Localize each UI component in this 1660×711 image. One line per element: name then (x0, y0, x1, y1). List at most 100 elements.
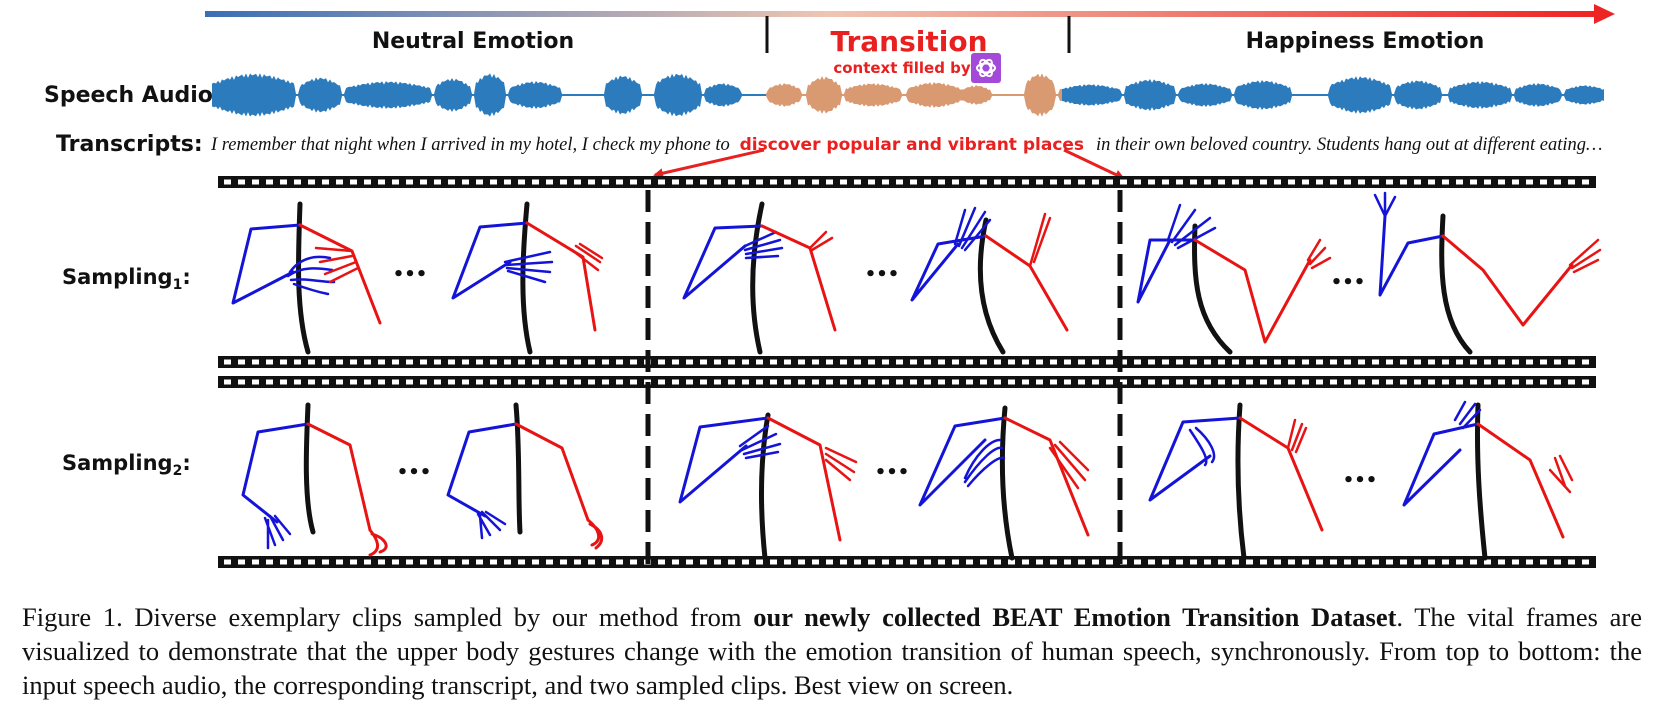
film-sprocket-hole (1008, 359, 1015, 365)
film-sprocket-hole (560, 379, 567, 385)
film-sprocket-hole (280, 359, 287, 365)
neutral-emotion-label: Neutral Emotion (372, 29, 574, 54)
gesture-frame-s1-3 (682, 201, 837, 355)
film-sprocket-hole (308, 359, 315, 365)
ellipsis-s1-transition: ••• (865, 264, 900, 285)
film-sprocket-hole (770, 559, 777, 565)
transition-label: Transition (830, 25, 987, 58)
film-sprocket-hole (588, 359, 595, 365)
film-sprocket-hole (1372, 179, 1379, 185)
film-sprocket-hole (560, 359, 567, 365)
film-sprocket-hole (1358, 179, 1365, 185)
film-sprocket-hole (924, 559, 931, 565)
film-sprocket-hole (1568, 379, 1575, 385)
film-sprocket-hole (1260, 379, 1267, 385)
film-sprocket-hole (798, 379, 805, 385)
gesture-frame-s2-6 (1402, 400, 1574, 561)
film-sprocket-hole (1470, 359, 1477, 365)
film-sprocket-hole (770, 359, 777, 365)
film-sprocket-hole (672, 559, 679, 565)
film-sprocket-hole (756, 179, 763, 185)
film-sprocket-hole (1386, 559, 1393, 565)
film-sprocket-hole (1274, 359, 1281, 365)
film-sprocket-hole (742, 559, 749, 565)
film-sprocket-hole (1288, 359, 1295, 365)
film-sprocket-hole (630, 379, 637, 385)
film-sprocket-hole (1246, 179, 1253, 185)
film-sprocket-hole (350, 179, 357, 185)
film-sprocket-hole (490, 359, 497, 365)
figure: Neutral Emotion Transition context fille… (44, 4, 1615, 568)
film-sprocket-hole (1260, 359, 1267, 365)
film-sprocket-hole (756, 559, 763, 565)
film-sprocket-hole (1288, 379, 1295, 385)
film-sprocket-hole (966, 559, 973, 565)
film-sprocket-hole (574, 359, 581, 365)
film-sprocket-hole (966, 359, 973, 365)
film-sprocket-hole (728, 559, 735, 565)
context-filled-label: context filled by (833, 59, 971, 77)
film-sprocket-hole (840, 179, 847, 185)
film-sprocket-hole (854, 379, 861, 385)
film-sprocket-hole (336, 179, 343, 185)
film-sprocket-hole (308, 379, 315, 385)
film-sprocket-hole (1190, 559, 1197, 565)
figure-caption: Figure 1. Diverse exemplary clips sample… (22, 600, 1642, 702)
film-sprocket-hole (364, 379, 371, 385)
film-sprocket-hole (644, 179, 651, 185)
film-strip-band (218, 356, 1596, 368)
film-sprocket-hole (1428, 359, 1435, 365)
film-sprocket-hole (238, 179, 245, 185)
film-sprocket-hole (672, 179, 679, 185)
film-sprocket-hole (1162, 379, 1169, 385)
film-sprocket-hole (826, 359, 833, 365)
film-sprocket-hole (1134, 379, 1141, 385)
film-sprocket-hole (658, 359, 665, 365)
film-sprocket-hole (490, 559, 497, 565)
film-sprocket-hole (1050, 379, 1057, 385)
film-sprocket-hole (1386, 179, 1393, 185)
film-sprocket-hole (1372, 559, 1379, 565)
film-sprocket-hole (1134, 359, 1141, 365)
film-sprocket-hole (840, 379, 847, 385)
film-sprocket-hole (826, 559, 833, 565)
film-sprocket-hole (448, 559, 455, 565)
film-sprocket-hole (462, 379, 469, 385)
caption-prefix: Figure 1. Diverse exemplary clips sample… (22, 602, 754, 632)
film-sprocket-hole (686, 179, 693, 185)
film-sprocket-hole (728, 379, 735, 385)
speech-waveform (212, 73, 1604, 117)
film-sprocket-hole (1232, 179, 1239, 185)
film-sprocket-hole (532, 179, 539, 185)
film-sprocket-hole (266, 379, 273, 385)
film-sprocket-hole (1106, 379, 1113, 385)
gesture-frame-s2-2 (446, 402, 604, 550)
film-sprocket-hole (798, 559, 805, 565)
film-sprocket-hole (1078, 179, 1085, 185)
film-sprocket-hole (910, 179, 917, 185)
film-sprocket-hole (322, 179, 329, 185)
film-sprocket-hole (350, 559, 357, 565)
film-sprocket-hole (434, 379, 441, 385)
gesture-frame-s2-3 (678, 412, 858, 561)
film-sprocket-hole (1148, 359, 1155, 365)
transition-end-arrow (1063, 148, 1125, 180)
film-sprocket-hole (994, 359, 1001, 365)
film-sprocket-hole (896, 179, 903, 185)
film-sprocket-hole (238, 559, 245, 565)
film-sprocket-hole (266, 559, 273, 565)
film-sprocket-hole (1302, 379, 1309, 385)
film-sprocket-hole (784, 179, 791, 185)
openai-logo-icon (971, 53, 1001, 83)
film-sprocket-hole (1008, 559, 1015, 565)
film-sprocket-hole (770, 179, 777, 185)
film-sprocket-hole (1190, 379, 1197, 385)
film-sprocket-hole (476, 179, 483, 185)
film-sprocket-hole (1162, 359, 1169, 365)
film-sprocket-hole (602, 559, 609, 565)
film-sprocket-hole (1274, 559, 1281, 565)
film-sprocket-hole (476, 359, 483, 365)
film-sprocket-hole (1400, 179, 1407, 185)
film-sprocket-hole (1386, 379, 1393, 385)
caption-bold: our newly collected BEAT Emotion Transit… (753, 602, 1397, 632)
